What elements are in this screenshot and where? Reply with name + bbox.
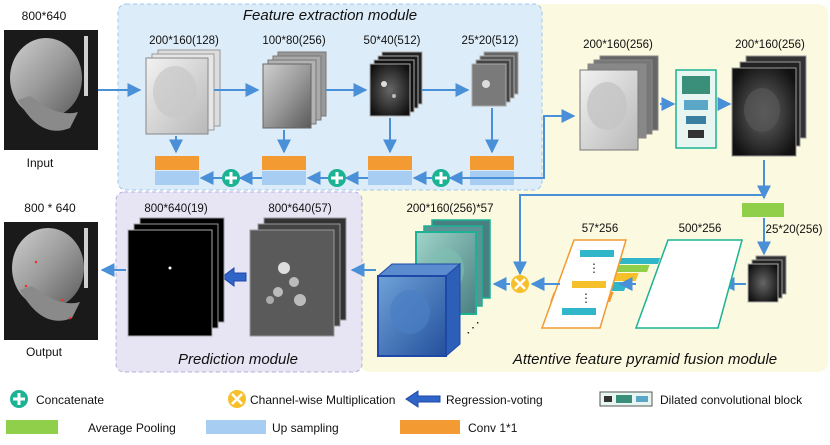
feature-map-stack-2 xyxy=(262,51,327,129)
output-label: Output xyxy=(26,345,63,359)
vec-57-block: ⋮ ⋮ xyxy=(540,239,628,329)
feature-map-stack-4 xyxy=(471,51,519,107)
svg-text:Up sampling: Up sampling xyxy=(272,421,339,435)
pooled-feature-stack xyxy=(747,255,787,303)
svg-text:Concatenate: Concatenate xyxy=(36,393,104,407)
channel-mult-icon xyxy=(511,275,529,293)
prediction-module-title: Prediction module xyxy=(178,351,298,368)
conv-upsample-block-2 xyxy=(262,156,306,185)
legend-channel-mult: Channel-wise Multiplication xyxy=(228,390,395,408)
conv-upsample-block-1 xyxy=(155,156,199,185)
pred-feature-size: 800*640(57) xyxy=(268,203,331,215)
legend-concatenate: Concatenate xyxy=(10,390,104,408)
pred-feature-stack xyxy=(249,217,347,337)
legend-conv: Conv 1*1 xyxy=(400,420,518,435)
pooled-size: 25*20(256) xyxy=(766,224,823,236)
vec-size: 57*256 xyxy=(582,223,618,235)
svg-text:Channel-wise Multiplication: Channel-wise Multiplication xyxy=(250,393,395,407)
legend-avg-pool: Average Pooling xyxy=(6,420,176,435)
svg-text:Regression-voting: Regression-voting xyxy=(446,393,543,407)
fusion-feature-stack xyxy=(579,55,659,151)
feature-map-stack-1 xyxy=(145,49,221,135)
attn-size: 200*160(256)*57 xyxy=(407,203,494,215)
feature-size-2: 100*80(256) xyxy=(262,35,325,47)
attentive-module-title: Attentive feature pyramid fusion module xyxy=(512,351,777,368)
output-size-label: 800 * 640 xyxy=(24,201,76,215)
conv-size: 500*256 xyxy=(679,223,722,235)
input-label: Input xyxy=(27,156,54,170)
input-xray-image xyxy=(4,30,98,150)
conv-upsample-block-3 xyxy=(368,156,412,185)
feature-size-3: 50*40(512) xyxy=(364,35,421,47)
legend-regression: Regression-voting xyxy=(405,390,543,408)
dilated-conv-block xyxy=(675,69,717,149)
dilated-output-stack xyxy=(731,55,807,157)
heatmap-size: 800*640(19) xyxy=(144,203,207,215)
feature-size-1: 200*160(128) xyxy=(149,35,219,47)
feature-map-stack-3 xyxy=(369,51,423,117)
output-xray-image xyxy=(4,222,98,340)
fusion-stack-size: 200*160(256) xyxy=(583,39,653,51)
concat-icon-2 xyxy=(328,169,346,187)
svg-text:⋮: ⋮ xyxy=(580,291,592,305)
svg-text:⋮: ⋮ xyxy=(588,261,600,275)
avg-pool-block xyxy=(742,203,784,217)
svg-text:Average Pooling: Average Pooling xyxy=(88,421,176,435)
concat-icon-3 xyxy=(432,169,450,187)
attention-blue-stack xyxy=(376,262,462,358)
feature-module-overlay xyxy=(117,3,543,191)
svg-text:Conv 1*1: Conv 1*1 xyxy=(468,421,518,435)
ellipsis-marker: ⋰ xyxy=(466,319,480,335)
svg-text:Dilated convolutional block: Dilated convolutional block xyxy=(660,393,803,407)
dilated-out-size: 200*160(256) xyxy=(735,39,805,51)
feature-module-title: Feature extraction module xyxy=(243,7,417,24)
legend-dilated: Dilated convolutional block xyxy=(599,391,803,407)
regression-voting-arrow xyxy=(221,267,247,287)
heatmap-stack xyxy=(127,217,225,337)
feature-size-4: 25*20(512) xyxy=(462,35,519,47)
input-size-label: 800*640 xyxy=(22,9,67,23)
legend-upsampling: Up sampling xyxy=(206,420,339,435)
concat-icon-1 xyxy=(222,169,240,187)
